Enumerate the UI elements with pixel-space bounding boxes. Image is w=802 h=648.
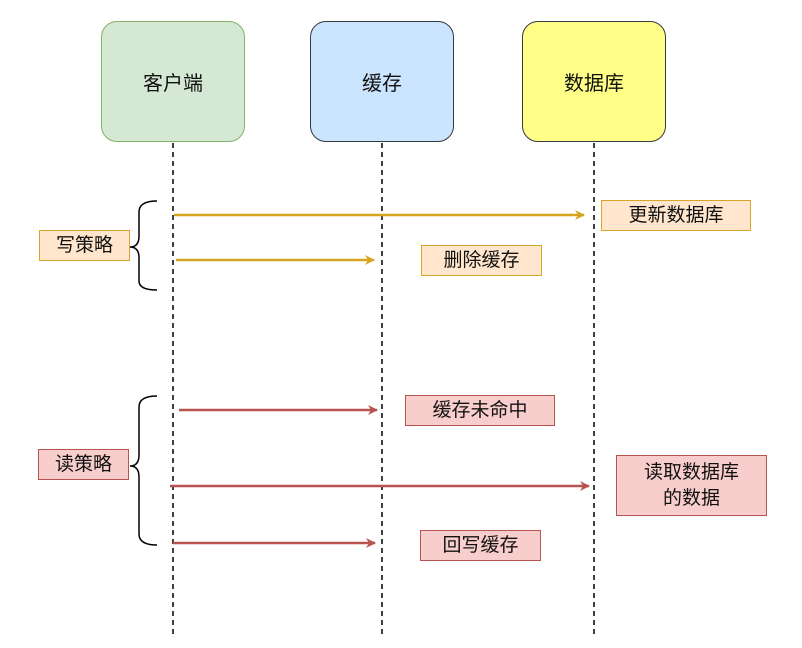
message-cache-miss: 缓存未命中 — [405, 395, 555, 426]
read-strategy-label: 读策略 — [38, 449, 129, 480]
actor-cache: 缓存 — [310, 21, 454, 142]
message-read-db-line2: 的数据 — [662, 486, 720, 509]
message-delete-cache: 删除缓存 — [421, 245, 542, 276]
message-read-db: 读取数据库 的数据 — [616, 455, 767, 516]
message-update-db: 更新数据库 — [601, 200, 751, 231]
write-strategy-label: 写策略 — [39, 230, 130, 261]
write-strategy-brace — [129, 200, 158, 291]
actor-database: 数据库 — [522, 21, 666, 142]
read-strategy-brace — [129, 395, 158, 546]
message-write-back-cache: 回写缓存 — [420, 530, 541, 561]
actor-client: 客户端 — [101, 21, 245, 142]
message-read-db-line1: 读取数据库 — [643, 460, 739, 483]
